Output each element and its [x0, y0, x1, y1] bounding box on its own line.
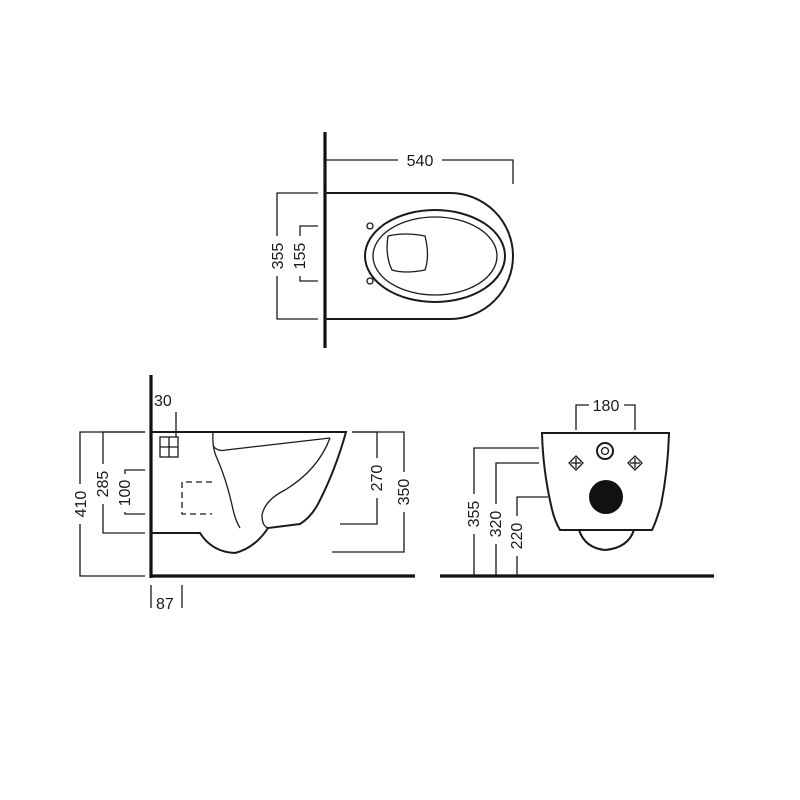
dim-label-220: 220	[509, 523, 526, 550]
front-view-bowl-bottom	[578, 529, 635, 552]
side-view: 30 410 285 100 87 270 350	[68, 375, 417, 613]
top-view-bowl-outline	[325, 192, 514, 320]
top-view: 540 355 155	[266, 132, 514, 348]
top-view-fixing-hole-upper	[366, 222, 374, 230]
dim-line-540-right	[442, 159, 514, 184]
outlet-hole-icon	[589, 480, 623, 514]
dim-label-355-bg	[266, 236, 288, 276]
side-view-bowl-outline	[151, 431, 348, 555]
dim-line-540	[324, 159, 398, 182]
top-view-seat-inner	[372, 216, 498, 296]
dim-label-100-bg	[113, 474, 137, 512]
dim-label-270: 270	[369, 465, 386, 492]
dim-label-320: 320	[488, 511, 505, 538]
dim-line-180	[575, 404, 589, 430]
dim-label-220-bg	[505, 516, 529, 556]
dim-label-355-front-bg	[462, 494, 486, 534]
top-view-seat-outer	[364, 209, 506, 303]
dim-label-320-bg	[484, 504, 508, 544]
front-view-body-outline	[540, 432, 671, 531]
dim-label-30: 30	[154, 393, 172, 410]
dim-label-410: 410	[73, 491, 90, 518]
side-view-hidden-outlet	[181, 481, 212, 515]
top-view-fixing-hole-lower	[366, 277, 374, 285]
dim-label-350-bg	[393, 472, 417, 512]
dim-label-410-bg	[68, 484, 92, 524]
dim-label-355: 355	[270, 243, 287, 270]
bolt-cross-icon	[568, 455, 584, 471]
dim-label-285: 285	[95, 471, 112, 498]
side-view-rim	[212, 437, 331, 452]
bolt-cross-icon	[627, 455, 643, 471]
dim-label-155: 155	[292, 243, 309, 270]
dim-label-270-bg	[366, 458, 390, 498]
dim-label-180: 180	[593, 398, 620, 415]
dim-label-155-bg	[289, 236, 311, 276]
dim-label-350: 350	[396, 479, 413, 506]
side-view-trapway	[261, 437, 331, 529]
dim-line-180-right	[624, 404, 636, 430]
dim-label-285-bg	[91, 464, 115, 504]
dim-label-100: 100	[117, 480, 134, 507]
water-inlet-icon	[596, 442, 614, 460]
side-view-inner-bowl	[212, 431, 241, 529]
dim-label-355-front: 355	[466, 501, 483, 528]
front-view: 180 355 320 220	[440, 398, 714, 578]
dim-label-540: 540	[407, 153, 434, 170]
top-view-pan	[386, 233, 429, 273]
dim-label-87: 87	[156, 596, 174, 613]
